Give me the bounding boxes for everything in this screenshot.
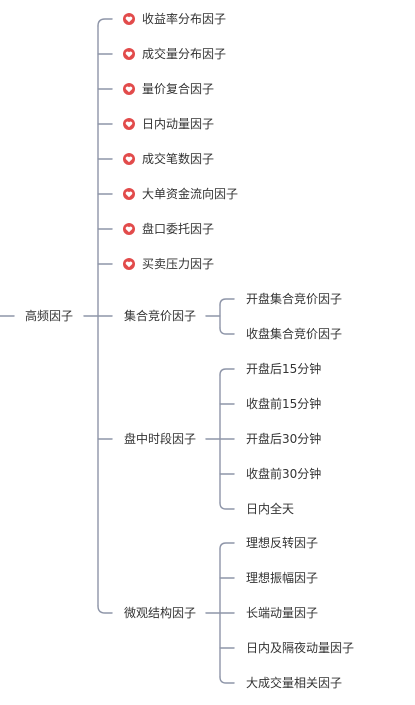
branch-node[interactable]: 微观结构因子 xyxy=(124,605,196,621)
auction-bracket-branch xyxy=(219,298,235,306)
leaf-label: 理想反转因子 xyxy=(246,536,319,550)
branch-label: 成交量分布因子 xyxy=(142,47,227,61)
branch-label: 微观结构因子 xyxy=(124,606,197,620)
branch-node[interactable]: 大单资金流向因子 xyxy=(123,186,238,202)
heart-icon xyxy=(123,83,135,95)
branch-label: 大单资金流向因子 xyxy=(142,187,239,201)
leaf-node[interactable]: 日内及隔夜动量因子 xyxy=(246,640,354,656)
branch-node[interactable]: 盘中时段因子 xyxy=(124,431,196,447)
leaf-label: 开盘后15分钟 xyxy=(246,362,322,376)
leaf-node[interactable]: 收盘前15分钟 xyxy=(246,396,321,412)
branch-label: 成交笔数因子 xyxy=(142,152,215,166)
branch-node[interactable]: 盘口委托因子 xyxy=(123,221,214,237)
leaf-node[interactable]: 开盘后30分钟 xyxy=(246,431,321,447)
heart-icon xyxy=(123,188,135,200)
leaf-node[interactable]: 收盘前30分钟 xyxy=(246,466,321,482)
leaf-label: 理想振幅因子 xyxy=(246,571,319,585)
auction-bracket-branch xyxy=(219,327,235,335)
leaf-node[interactable]: 收盘集合竞价因子 xyxy=(246,326,342,342)
leaf-node[interactable]: 长端动量因子 xyxy=(246,605,318,621)
branch-node[interactable]: 买卖压力因子 xyxy=(123,256,214,272)
branch-label: 盘中时段因子 xyxy=(124,432,197,446)
micro-bracket-branch xyxy=(219,542,235,550)
heart-icon xyxy=(123,223,135,235)
leaf-node[interactable]: 大成交量相关因子 xyxy=(246,675,342,691)
root-bracket-branch xyxy=(97,18,113,27)
intraday-bracket-branch xyxy=(219,368,235,376)
leaf-node[interactable]: 开盘集合竞价因子 xyxy=(246,291,342,307)
branch-node[interactable]: 量价复合因子 xyxy=(123,81,214,97)
branch-node[interactable]: 成交量分布因子 xyxy=(123,46,226,62)
branch-node[interactable]: 收益率分布因子 xyxy=(123,11,226,27)
branch-label: 量价复合因子 xyxy=(142,82,215,96)
heart-icon xyxy=(123,48,135,60)
leaf-node[interactable]: 理想反转因子 xyxy=(246,535,318,551)
leaf-label: 开盘后30分钟 xyxy=(246,432,322,446)
branch-label: 盘口委托因子 xyxy=(142,222,215,236)
leaf-node[interactable]: 开盘后15分钟 xyxy=(246,361,321,377)
heart-icon xyxy=(123,118,135,130)
branch-label: 日内动量因子 xyxy=(142,117,215,131)
leaf-label: 日内及隔夜动量因子 xyxy=(246,641,355,655)
branch-label: 集合竞价因子 xyxy=(124,309,197,323)
intraday-bracket-branch xyxy=(219,502,235,510)
branch-node[interactable]: 集合竞价因子 xyxy=(124,308,196,324)
leaf-label: 收盘集合竞价因子 xyxy=(246,327,343,341)
branch-label: 买卖压力因子 xyxy=(142,257,215,271)
leaf-label: 收盘前30分钟 xyxy=(246,467,322,481)
leaf-label: 长端动量因子 xyxy=(246,606,319,620)
heart-icon xyxy=(123,258,135,270)
branch-node[interactable]: 成交笔数因子 xyxy=(123,151,214,167)
leaf-label: 日内全天 xyxy=(246,502,295,516)
leaf-node[interactable]: 日内全天 xyxy=(246,501,294,517)
micro-bracket-branch xyxy=(219,676,235,684)
leaf-node[interactable]: 理想振幅因子 xyxy=(246,570,318,586)
root-bracket-branch xyxy=(97,605,113,614)
leaf-label: 大成交量相关因子 xyxy=(246,676,343,690)
branch-node[interactable]: 日内动量因子 xyxy=(123,116,214,132)
heart-icon xyxy=(123,13,135,25)
leaf-label: 开盘集合竞价因子 xyxy=(246,292,343,306)
root-node[interactable]: 高频因子 xyxy=(25,308,73,324)
heart-icon xyxy=(123,153,135,165)
branch-label: 收益率分布因子 xyxy=(142,12,227,26)
root-label: 高频因子 xyxy=(25,309,74,323)
leaf-label: 收盘前15分钟 xyxy=(246,397,322,411)
